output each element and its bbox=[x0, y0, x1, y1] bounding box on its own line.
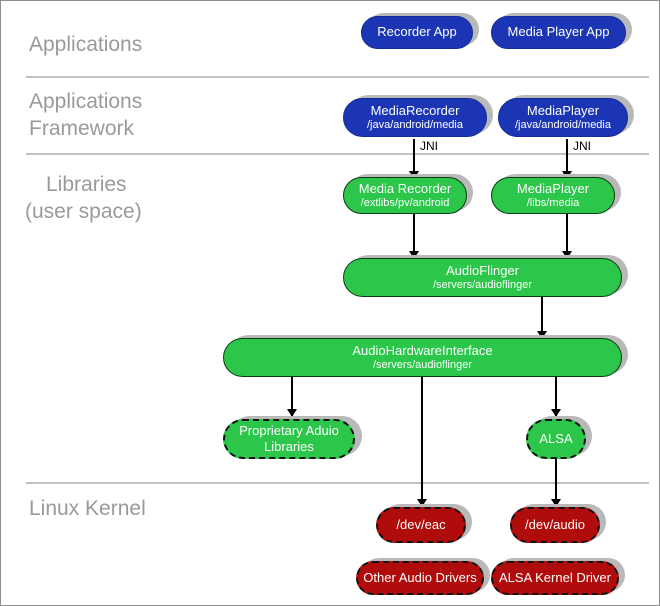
divider-applications-framework bbox=[26, 153, 649, 155]
node-alsa-kernel-driver[interactable]: ALSA Kernel Driver bbox=[491, 561, 619, 595]
node-mediarecorder-framework-title: MediaRecorder bbox=[370, 102, 460, 118]
edge-audiohardwareinterface-to-alsa bbox=[555, 374, 557, 416]
node-mediaplayer-lib[interactable]: MediaPlayer /libs/media bbox=[491, 177, 615, 214]
node-audioflinger-subtitle: /servers/audioflinger bbox=[432, 278, 533, 291]
node-media-player-app[interactable]: Media Player App bbox=[491, 16, 626, 49]
node-mediarecorder-framework-subtitle: /java/android/media bbox=[366, 118, 463, 131]
divider-applications bbox=[26, 76, 649, 78]
node-alsa-title: ALSA bbox=[539, 430, 573, 446]
node-dev-audio-title: /dev/audio bbox=[525, 516, 585, 532]
section-label-libraries-line1: Libraries bbox=[46, 173, 127, 196]
section-label-linux-kernel: Linux Kernel bbox=[29, 497, 146, 520]
node-audiohardwareinterface-title: AudioHardwareInterface bbox=[352, 342, 493, 358]
node-media-recorder-lib-subtitle: /extlibs/pv/android bbox=[360, 196, 450, 209]
edge-audiohardwareinterface-to-proprietary-libraries bbox=[291, 374, 293, 416]
node-mediaplayer-lib-title: MediaPlayer bbox=[516, 180, 590, 196]
node-recorder-app[interactable]: Recorder App bbox=[361, 16, 473, 49]
edge-alsa-to-dev-audio bbox=[555, 456, 557, 506]
edge-mediarecorder-to-media-recorder-lib bbox=[413, 139, 415, 175]
node-dev-audio[interactable]: /dev/audio bbox=[510, 507, 600, 543]
node-mediaplayer-framework-subtitle: /java/android/media bbox=[514, 118, 611, 131]
section-label-applications-framework-line2: Framework bbox=[29, 117, 135, 140]
edge-mediaplayer-lib-to-audioflinger bbox=[566, 214, 568, 258]
section-label-applications-framework-line1: Applications bbox=[29, 90, 143, 113]
node-mediaplayer-lib-subtitle: /libs/media bbox=[526, 196, 580, 209]
arrowhead-proprietary-libraries bbox=[287, 409, 297, 417]
node-other-audio-drivers-title: Other Audio Drivers bbox=[363, 569, 477, 585]
edge-audioflinger-to-audiohardwareinterface bbox=[541, 294, 543, 338]
edge-mediaplayer-to-mediaplayer-lib bbox=[566, 139, 568, 175]
node-recorder-app-title: Recorder App bbox=[377, 24, 457, 40]
arrowhead-dev-eac bbox=[417, 499, 427, 507]
node-dev-eac[interactable]: /dev/eac bbox=[376, 507, 466, 543]
edge-label-jni-right: JNI bbox=[573, 139, 591, 153]
node-audiohardwareinterface-subtitle: /servers/audioflinger bbox=[372, 358, 473, 371]
node-audiohardwareinterface[interactable]: AudioHardwareInterface /servers/audiofli… bbox=[223, 338, 622, 377]
node-mediaplayer-framework-title: MediaPlayer bbox=[526, 102, 600, 118]
node-media-recorder-lib[interactable]: Media Recorder /extlibs/pv/android bbox=[343, 177, 467, 214]
node-audioflinger[interactable]: AudioFlinger /servers/audioflinger bbox=[343, 258, 622, 297]
arrowhead-alsa bbox=[551, 409, 561, 417]
edge-audiohardwareinterface-to-dev-eac bbox=[421, 374, 423, 506]
node-media-recorder-lib-title: Media Recorder bbox=[358, 180, 452, 196]
node-proprietary-audio-libraries[interactable]: Proprietary Aduio Libraries bbox=[223, 419, 355, 459]
node-alsa[interactable]: ALSA bbox=[526, 419, 586, 459]
divider-linux-kernel bbox=[26, 482, 649, 484]
node-media-player-app-title: Media Player App bbox=[507, 24, 610, 40]
arrowhead-dev-audio bbox=[551, 499, 561, 507]
node-dev-eac-title: /dev/eac bbox=[396, 516, 446, 532]
node-other-audio-drivers[interactable]: Other Audio Drivers bbox=[356, 561, 484, 595]
node-audioflinger-title: AudioFlinger bbox=[446, 262, 519, 278]
node-mediaplayer-framework[interactable]: MediaPlayer /java/android/media bbox=[498, 98, 628, 137]
section-label-applications: Applications bbox=[29, 33, 143, 56]
node-proprietary-audio-libraries-title: Proprietary Aduio Libraries bbox=[239, 422, 339, 454]
edge-media-recorder-lib-to-audioflinger bbox=[413, 214, 415, 258]
edge-label-jni-left: JNI bbox=[420, 139, 438, 153]
node-mediarecorder-framework[interactable]: MediaRecorder /java/android/media bbox=[343, 98, 487, 137]
section-label-libraries-line2: (user space) bbox=[25, 200, 142, 223]
node-alsa-kernel-driver-title: ALSA Kernel Driver bbox=[499, 569, 611, 585]
